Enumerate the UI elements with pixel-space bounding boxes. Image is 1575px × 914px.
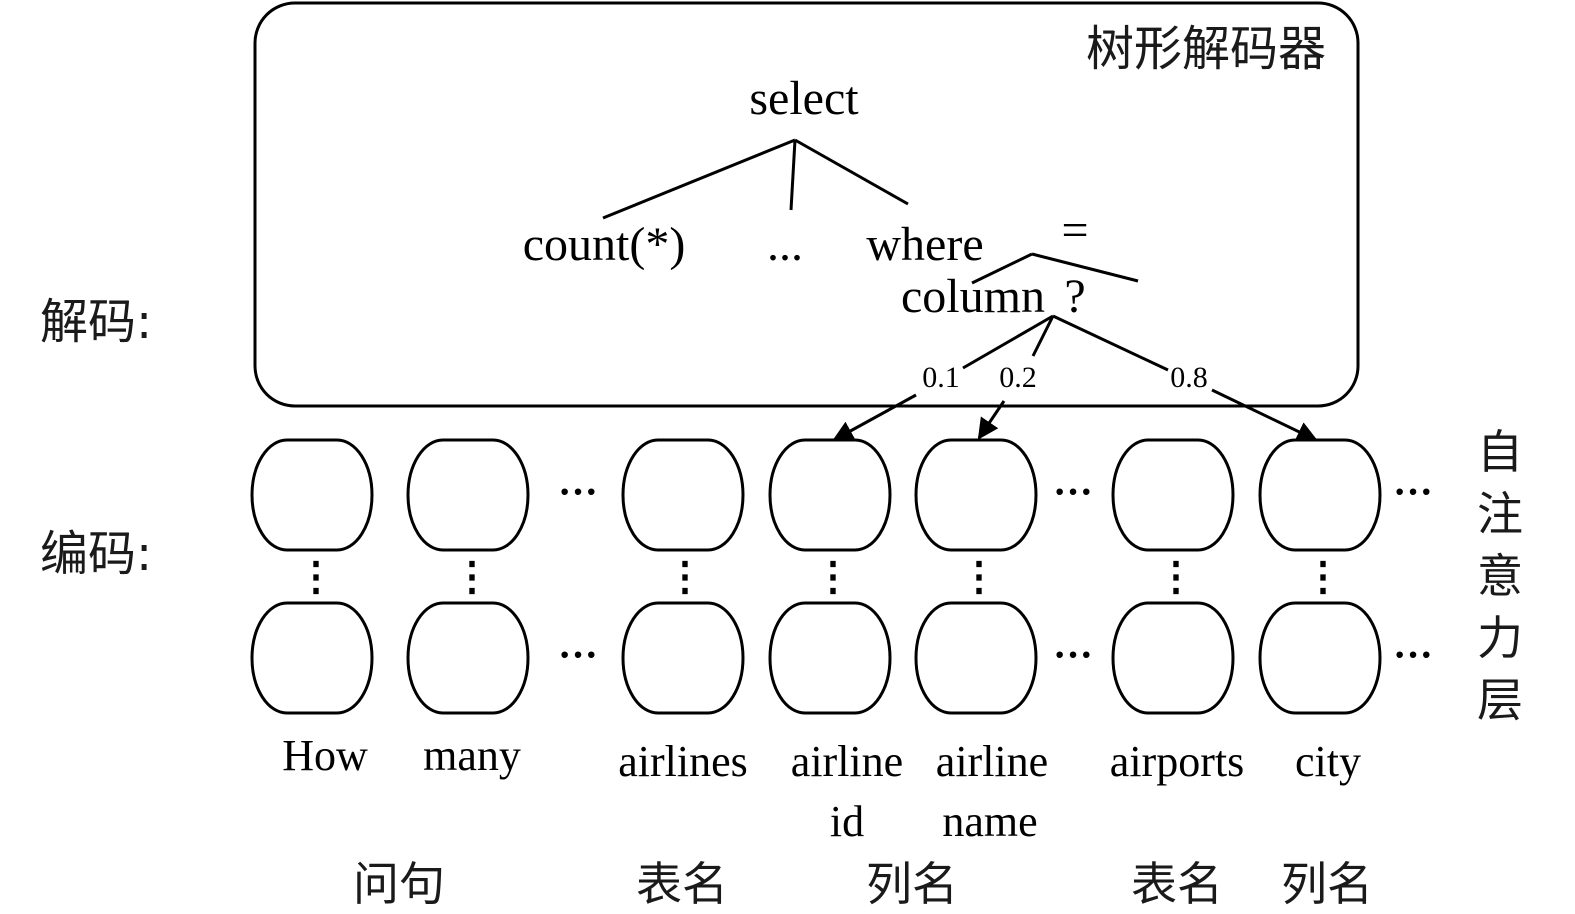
group-question: 问句	[353, 857, 445, 911]
decoder-box-title: 树形解码器	[1086, 21, 1326, 77]
tree-edge	[789, 139, 797, 211]
vdots: ⋮	[665, 554, 705, 599]
encoder-cell	[1111, 438, 1235, 552]
tree-edge	[602, 138, 796, 220]
token-how: How	[282, 731, 368, 780]
encoder-cell	[406, 438, 530, 552]
token-airline-name-1: airline	[936, 737, 1048, 786]
vdots: ⋮	[813, 554, 853, 599]
encoder-cell	[406, 601, 530, 715]
vertical-char: 注	[1477, 487, 1523, 541]
self-attention-layer-label: 自 注 意 力 层	[1477, 425, 1523, 727]
ellipsis: ···	[558, 469, 598, 514]
vdots: ⋮	[452, 554, 492, 599]
vertical-char: 意	[1477, 549, 1523, 603]
encoder-cell	[250, 601, 374, 715]
encoder-cell	[1111, 601, 1235, 715]
ellipsis: ···	[1393, 632, 1433, 677]
encoder-cell	[914, 438, 1038, 552]
attention-weight-0: 0.1	[922, 361, 960, 394]
token-airline-id-1: airline	[791, 737, 903, 786]
token-many: many	[423, 731, 521, 780]
tree-node-count: count(*)	[523, 218, 686, 271]
tree-node-where: where	[866, 218, 983, 271]
vdots: ⋮	[1156, 554, 1196, 599]
ellipsis: ···	[558, 632, 598, 677]
group-column-1: 列名	[866, 857, 958, 911]
token-airlines: airlines	[618, 737, 748, 786]
tree-root-select: select	[749, 72, 859, 125]
vertical-char: 层	[1477, 673, 1523, 727]
token-city: city	[1295, 737, 1361, 786]
pointer-arrow	[977, 400, 1006, 440]
encoder-cell	[914, 601, 1038, 715]
token-airline-name-2: name	[942, 797, 1037, 846]
vertical-char: 自	[1477, 425, 1523, 479]
row-ellipses: ··· ··· ··· ··· ··· ···	[558, 469, 1433, 677]
vdots: ⋮	[296, 554, 336, 599]
token-airports: airports	[1110, 737, 1244, 786]
pointer-arrow	[1211, 388, 1318, 442]
attention-weight-2: 0.8	[1170, 361, 1208, 394]
pointer-edge	[1052, 314, 1169, 372]
encoder-cell	[1258, 438, 1382, 552]
tree-node-ellipsis: ...	[767, 218, 803, 271]
pointer-edge	[962, 314, 1054, 370]
tree-edge	[971, 252, 1033, 285]
encoder-cell	[1258, 601, 1382, 715]
encoder-top-row	[250, 438, 1382, 552]
group-column-2: 列名	[1281, 857, 1373, 911]
tree-node-column: column	[901, 270, 1045, 323]
tree-edge	[1031, 252, 1139, 283]
encoder-cell	[250, 438, 374, 552]
encoder-cell	[621, 438, 745, 552]
pointer-arrow	[832, 393, 917, 442]
tree-node-equals: =	[1061, 204, 1088, 257]
group-table-2: 表名	[1131, 857, 1223, 911]
token-labels: How many airlines airline id airline nam…	[282, 731, 1361, 846]
tree-edge	[794, 138, 909, 206]
group-table-1: 表名	[636, 857, 728, 911]
ellipsis: ···	[1053, 469, 1093, 514]
vdots: ⋮	[1303, 554, 1343, 599]
group-labels: 问句 表名 列名 表名 列名	[353, 857, 1373, 911]
encoder-cell	[621, 601, 745, 715]
pointer-edge	[1031, 315, 1055, 357]
vdots: ⋮	[959, 554, 999, 599]
ellipsis: ···	[1393, 469, 1433, 514]
layer-vdots: ⋮ ⋮ ⋮ ⋮ ⋮ ⋮ ⋮	[296, 554, 1343, 599]
encoder-cell	[768, 438, 892, 552]
token-airline-id-2: id	[830, 797, 864, 846]
encode-label: 编码:	[40, 526, 152, 582]
tree-node-question: ?	[1064, 270, 1085, 323]
ellipsis: ···	[1053, 632, 1093, 677]
vertical-char: 力	[1477, 611, 1523, 665]
encoder-cell	[768, 601, 892, 715]
decoder-box	[253, 1, 1360, 408]
attention-weight-1: 0.2	[999, 361, 1037, 394]
decode-label: 解码:	[40, 294, 152, 350]
encoder-bottom-row	[250, 601, 1382, 715]
